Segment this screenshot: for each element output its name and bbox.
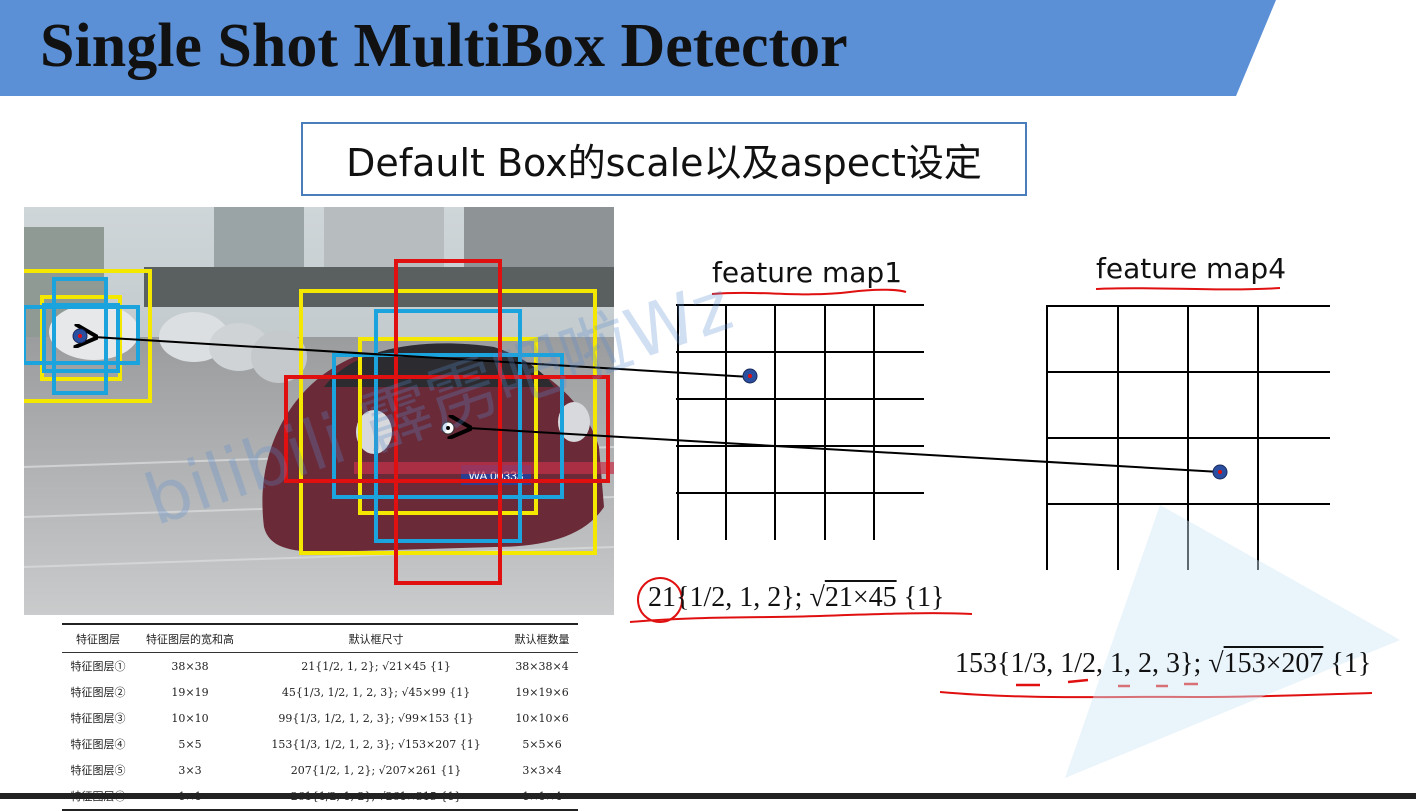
table-cell: 45{1/3, 1/2, 1, 2, 3}; √45×99 {1} (281, 685, 471, 699)
formula-fm4-sqrt: 153×207 (1223, 648, 1324, 679)
table-cell: 3×3×4 (522, 763, 562, 777)
table-row: 特征图层④ 5×5 153{1/3, 1/2, 1, 2, 3}; √153×2… (62, 731, 578, 757)
table-cell: 19×19 (171, 685, 209, 699)
table-header-row: 特征图层 特征图层的宽和高 默认框尺寸 默认框数量 (62, 623, 578, 653)
formula-underline (629, 612, 973, 623)
default-box-table: 特征图层 特征图层的宽和高 默认框尺寸 默认框数量 特征图层① 38×38 21… (62, 623, 578, 811)
decorative-triangle (1065, 505, 1400, 778)
sqrt-symbol: √ (1208, 648, 1224, 679)
table-header: 默认框尺寸 (246, 623, 507, 653)
label-underline (711, 288, 907, 296)
title-banner (0, 0, 1276, 96)
feature-map4-label: feature map4 (1096, 252, 1287, 285)
table-cell: 10×10 (171, 711, 209, 725)
table-row: 特征图层② 19×19 45{1/3, 1/2, 1, 2, 3}; √45×9… (62, 679, 578, 705)
formula-fm1-suffix: {1} (903, 582, 945, 613)
bottom-bar (0, 793, 1416, 799)
table-cell: 38×38 (171, 659, 209, 673)
table-cell: 3×3 (178, 763, 202, 777)
default-box-yellow-small (24, 269, 152, 403)
subtitle-text: Default Box的scale以及aspect设定 (346, 140, 982, 185)
table-cell: 特征图层④ (70, 738, 126, 751)
table-row: 特征图层③ 10×10 99{1/3, 1/2, 1, 2, 3}; √99×1… (62, 705, 578, 731)
table-row: 特征图层⑤ 3×3 207{1/2, 1, 2}; √207×261 {1} 3… (62, 757, 578, 783)
formula-fm1: 21{1/2, 1, 2}; √21×45 {1} (648, 582, 945, 614)
table-cell: 21{1/2, 1, 2}; √21×45 {1} (301, 659, 451, 673)
table-cell: 153{1/3, 1/2, 1, 2, 3}; √153×207 {1} (271, 737, 481, 751)
table-cell: 10×10×6 (515, 711, 569, 725)
formula-fm1-sqrt: 21×45 (824, 582, 897, 613)
subtitle-box: Default Box的scale以及aspect设定 (301, 122, 1027, 196)
feature-map4-grid (1046, 305, 1330, 570)
default-box-red-large (394, 259, 502, 585)
cell-center-dot (1212, 464, 1228, 480)
label-underline (1095, 287, 1281, 291)
formula-fm1-prefix: 21{1/2, 1, 2}; (648, 582, 803, 613)
table-cell: 207{1/2, 1, 2}; √207×261 {1} (290, 763, 462, 777)
table-cell: 特征图层③ (70, 712, 126, 725)
default-box-cyan-large (374, 309, 522, 543)
table-header: 特征图层的宽和高 (133, 623, 247, 653)
table-cell: 特征图层⑤ (70, 764, 126, 777)
table-cell: 19×19×6 (515, 685, 569, 699)
formula-fm4-prefix: 153{1/3, 1/2, 1, 2, 3}; (955, 648, 1202, 679)
street-car-photo: WA 00333 (24, 207, 614, 615)
sqrt-symbol: √ (809, 582, 825, 613)
crowd (144, 267, 614, 307)
default-box-cyan-small (52, 277, 108, 395)
feature-map1-label: feature map1 (712, 256, 903, 289)
table-cell: 38×38×4 (515, 659, 569, 673)
table-header: 默认框数量 (506, 623, 578, 653)
formula-underline (939, 691, 1373, 699)
building (464, 207, 614, 277)
table-cell: 5×5×6 (522, 737, 562, 751)
formula-fm4: 153{1/3, 1/2, 1, 2, 3}; √153×207 {1} (955, 648, 1371, 680)
table-cell: 99{1/3, 1/2, 1, 2, 3}; √99×153 {1} (278, 711, 474, 725)
aspect-underlines (1016, 678, 1198, 688)
slide-title: Single Shot MultiBox Detector (40, 12, 848, 80)
formula-fm4-suffix: {1} (1330, 648, 1372, 679)
table-cell: 5×5 (178, 737, 202, 751)
cell-center-dot (742, 368, 758, 384)
table-cell: 特征图层② (70, 686, 126, 699)
table-cell: 特征图层① (70, 660, 126, 673)
default-box-yellow-large (299, 289, 597, 555)
table-header: 特征图层 (62, 623, 134, 653)
table-row: 特征图层① 38×38 21{1/2, 1, 2}; √21×45 {1} 38… (62, 653, 578, 680)
